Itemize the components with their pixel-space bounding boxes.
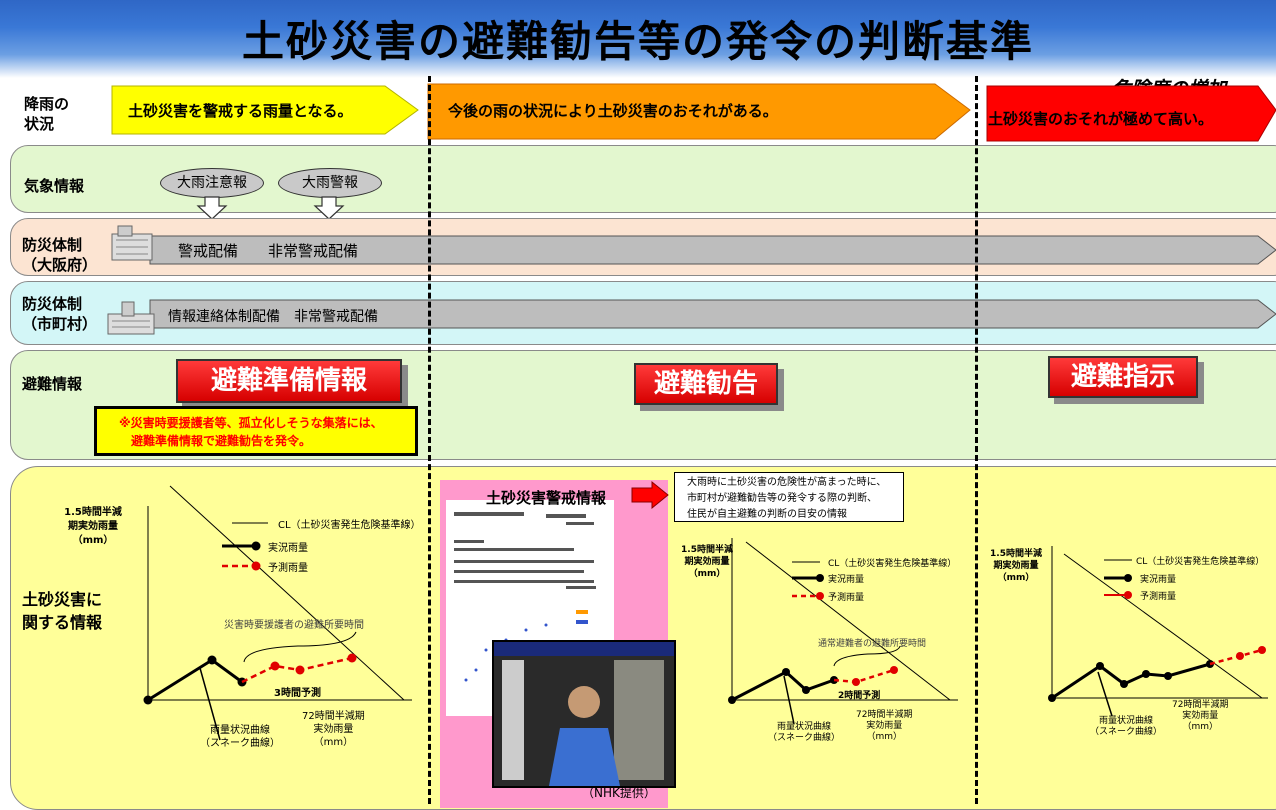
row-label-weather: 気象情報 [24, 177, 85, 195]
stage-divider-1 [428, 76, 431, 804]
graph1-legend-observed-label: 実況雨量 [268, 543, 308, 554]
graph3-xlabel: 72時間半減期 実効雨量 （mm） [1172, 700, 1229, 732]
graph1-legend-forecast-dot [251, 561, 261, 571]
graph1-legend-forecast-label: 予測雨量 [268, 563, 308, 574]
evac-order-badge: 避難指示 [1048, 356, 1198, 398]
stage-2-text: 今後の雨の状況により土砂災害のおそれがある。 [448, 102, 778, 120]
graph2-observed-line [731, 670, 835, 702]
graph2-cl-line [745, 541, 951, 701]
graph3-legend-forecast-label: 予測雨量 [1140, 592, 1177, 602]
graph3-forecast-line [1209, 648, 1263, 666]
graph3-observed-point [1120, 680, 1128, 688]
municipal-building-icon [106, 296, 156, 336]
graph3-observed-point [1096, 662, 1104, 670]
graph2-observed-point [782, 668, 790, 676]
graph3-snake-label: 雨量状況曲線 （スネーク曲線） [1090, 716, 1163, 737]
graph1-forecast-point [270, 661, 280, 671]
graph1-span-label: 災害時要援護者の避難所要時間 [224, 620, 364, 631]
graph2-snake-label: 雨量状況曲線 （スネーク曲線） [768, 722, 841, 743]
graph1-legend-cl-label: CL（土砂災害発生危険基準線） [278, 520, 421, 531]
municipal-levels-text: 情報連絡体制配備 非常警戒配備 [168, 309, 378, 325]
graph2-span-label: 通常避難者の避難所要時間 [818, 639, 927, 649]
graph3-cl-line [1063, 553, 1263, 699]
graph1-cl-line [169, 485, 405, 701]
graph3-observed-point [1142, 670, 1150, 678]
graph3-ylabel: 1.5時間半減 期実効雨量 （mm） [990, 549, 1042, 583]
graph2-legend-cl-label: CL（土砂災害発生危険基準線） [828, 559, 957, 569]
graph2-legend-observed-label: 実況雨量 [828, 575, 865, 585]
down-arrow-2 [313, 196, 345, 220]
graph2-legend-forecast-dot [816, 592, 824, 600]
stage-3-text: 土砂災害のおそれが極めて高い。 [988, 110, 1214, 128]
graph2-forecast-point [890, 666, 898, 674]
graph1-ylabel: 1.5時間半減 期実効雨量 （mm） [64, 507, 122, 546]
graph3-legend-observed-dot [1124, 574, 1132, 582]
row-label-osaka: 防災体制 （大阪府） [22, 236, 98, 274]
graph1-forecast-point [347, 653, 357, 663]
graph2-legend-observed-dot [816, 574, 824, 582]
prefecture-building-icon [108, 220, 156, 264]
alert-label: 土砂災害警戒情報 [486, 489, 607, 507]
stage-arrow-red [986, 85, 1276, 142]
graph2-xlabel: 72時間半減期 実効雨量 （mm） [856, 710, 913, 742]
row-label-evac: 避難情報 [22, 375, 83, 393]
evac-note-box: ※災害時要援護者等、孤立化しそうな集落には、 避難準備情報で避難勧告を発令。 [94, 406, 418, 456]
graph1-observed-point [143, 695, 153, 705]
stage-divider-2 [975, 76, 978, 804]
graph2-snake-pointer [783, 675, 795, 725]
stage-1-text: 土砂災害を警戒する雨量となる。 [128, 102, 353, 120]
stage-arrow-yellow [111, 85, 419, 135]
graph3-legend-cl-label: CL（土砂災害発生危険基準線） [1136, 557, 1265, 567]
alert-description-box: 大雨時に土砂災害の危険性が高まった時に、 市町村が避難勧告等の発令する際の判断、… [674, 472, 904, 522]
graph1-observed-point [207, 655, 217, 665]
down-arrow-1 [196, 196, 228, 220]
photo-credit: （NHK提供） [582, 786, 656, 800]
graph3-snake-pointer [1097, 671, 1113, 717]
graph1-xlabel: 72時間半減期 実効雨量 （mm） [302, 711, 365, 748]
graph1-legend-observed-dot [251, 541, 261, 551]
graph3-forecast-point [1236, 652, 1244, 660]
graph3-observed-line [1051, 662, 1211, 700]
evac-advisory-badge: 避難勧告 [634, 363, 778, 405]
graph3-forecast-point [1258, 646, 1266, 654]
graph1-forecast-label: 3時間予測 [274, 688, 321, 699]
page-title: 土砂災害の避難勧告等の発令の判断基準 [241, 17, 1034, 66]
graph1-forecast-point [295, 665, 305, 675]
graph3-observed-point [1164, 672, 1172, 680]
graph1-snake-pointer [199, 667, 221, 741]
title-banner [0, 0, 1276, 78]
graph1-span-brace [243, 631, 357, 663]
osaka-levels-text: 警戒配備 非常警戒配備 [178, 242, 359, 260]
row-label-rain: 降雨の 状況 [24, 95, 70, 133]
heavy-rain-warning-oval: 大雨警報 [278, 168, 382, 198]
row-label-sediment: 土砂災害に 関する情報 [22, 590, 103, 632]
row-label-municipal: 防災体制 （市町村） [22, 295, 98, 333]
graph1-snake-label: 雨量状況曲線 （スネーク曲線） [200, 725, 280, 749]
graph3-legend-observed-label: 実況雨量 [1140, 575, 1177, 585]
graph2-span-brace [833, 645, 901, 667]
graph3-legend-forecast-dot [1124, 591, 1132, 599]
graph2-observed-point [728, 696, 736, 704]
graph2-legend-forecast-label: 予測雨量 [828, 593, 865, 603]
alert-pointer-arrow [631, 480, 669, 510]
evac-prep-info-badge: 避難準備情報 [176, 359, 402, 403]
graph2-ylabel: 1.5時間半減 期実効雨量 （mm） [681, 545, 733, 579]
graph3-observed-point [1048, 694, 1056, 702]
graph2-observed-point [802, 686, 810, 694]
graph2-forecast-label: 2時間予測 [838, 691, 881, 701]
graph2-forecast-point [852, 678, 860, 686]
broadcast-photo [492, 640, 676, 788]
